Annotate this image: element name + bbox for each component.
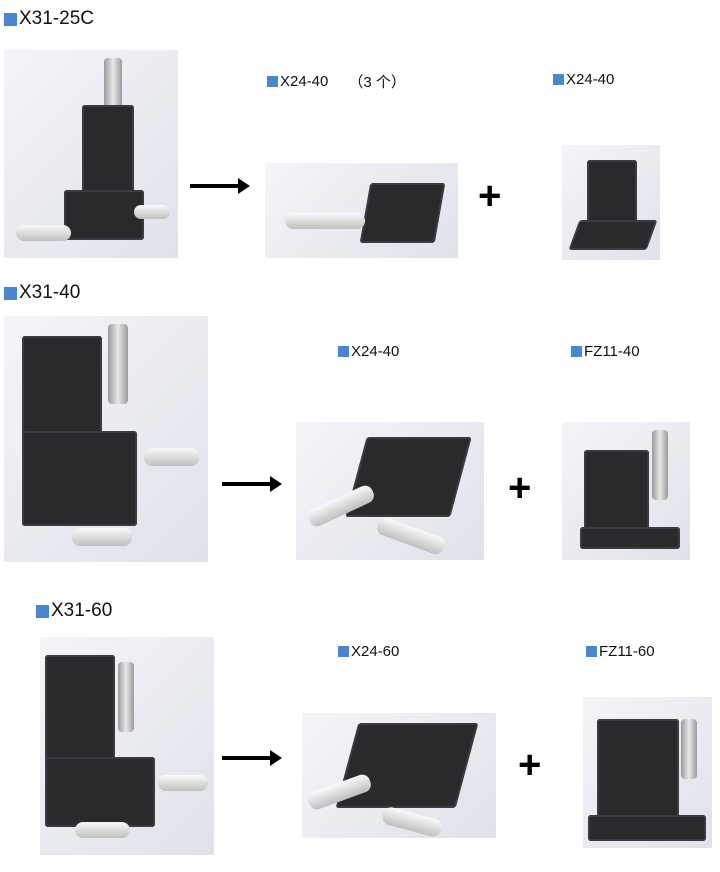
bullet-icon — [4, 286, 17, 300]
bullet-icon — [4, 12, 17, 26]
stage-block — [597, 719, 679, 819]
arrow-icon — [190, 178, 250, 194]
quantity-note: （3 个） — [348, 74, 406, 91]
bullet-icon — [338, 646, 349, 657]
part-label: X24-40 — [338, 343, 399, 360]
micrometer — [104, 58, 122, 108]
part-label: FZ11-60 — [586, 643, 655, 660]
product-image-x24-40 — [296, 422, 484, 560]
label-text: FZ11-60 — [599, 643, 655, 660]
label-text: FZ11-40 — [584, 343, 640, 360]
micrometer — [652, 430, 668, 500]
knob-handle — [158, 775, 208, 791]
stage-block — [580, 527, 680, 549]
section-title: X31-25C — [4, 8, 94, 30]
knob-handle — [285, 213, 365, 229]
bullet-icon — [338, 346, 349, 357]
stage-block — [335, 723, 479, 808]
product-image-fz11-40 — [562, 422, 690, 560]
product-image-x24-60 — [302, 713, 496, 838]
label-text: X24-60 — [351, 643, 400, 660]
plus-icon: + — [478, 174, 502, 218]
arrow-icon — [222, 750, 282, 766]
bullet-icon — [571, 346, 582, 357]
stage-block — [584, 450, 649, 530]
product-image-x31-40 — [4, 316, 208, 562]
stage-block — [45, 655, 115, 765]
stage-block — [22, 336, 102, 436]
knob-handle — [72, 528, 132, 546]
product-image-x31-25c — [4, 50, 178, 258]
knob-handle — [134, 205, 170, 219]
product-image-bracket — [562, 145, 660, 260]
knob-handle — [144, 448, 199, 466]
section-title: X31-60 — [36, 600, 112, 622]
part-label: X24-60 — [338, 643, 399, 660]
title-text: X31-60 — [51, 600, 113, 621]
stage-block — [64, 190, 144, 240]
micrometer — [118, 662, 134, 732]
part-label: FZ11-40 — [571, 343, 640, 360]
section-title: X31-40 — [4, 282, 80, 304]
micrometer — [681, 719, 697, 779]
knob-handle — [16, 225, 71, 241]
title-text: X31-40 — [19, 282, 81, 303]
bullet-icon — [553, 74, 564, 85]
stage-block — [568, 220, 658, 250]
label-text: X24-40 — [280, 73, 329, 90]
bullet-icon — [267, 76, 278, 87]
plus-icon: + — [518, 743, 542, 787]
stage-block — [22, 431, 137, 526]
plus-icon: + — [508, 466, 532, 510]
stage-block — [588, 815, 706, 841]
part-label: X24-40 （3 个） — [267, 71, 406, 92]
stage-block — [45, 757, 155, 827]
bullet-icon — [586, 646, 597, 657]
micrometer — [108, 324, 128, 404]
product-image-fz11-60 — [583, 697, 712, 848]
part-label: X24-40 — [553, 71, 614, 88]
product-image-x31-60 — [40, 637, 214, 855]
stage-block — [587, 160, 637, 230]
label-text: X24-40 — [566, 71, 615, 88]
knob-handle — [375, 515, 447, 557]
label-text: X24-40 — [351, 343, 400, 360]
stage-block — [359, 183, 446, 243]
knob-handle — [75, 822, 130, 838]
product-image-x24-40 — [265, 163, 458, 258]
knob-handle — [380, 805, 444, 838]
title-text: X31-25C — [19, 8, 94, 29]
bullet-icon — [36, 604, 49, 618]
arrow-icon — [222, 476, 282, 492]
